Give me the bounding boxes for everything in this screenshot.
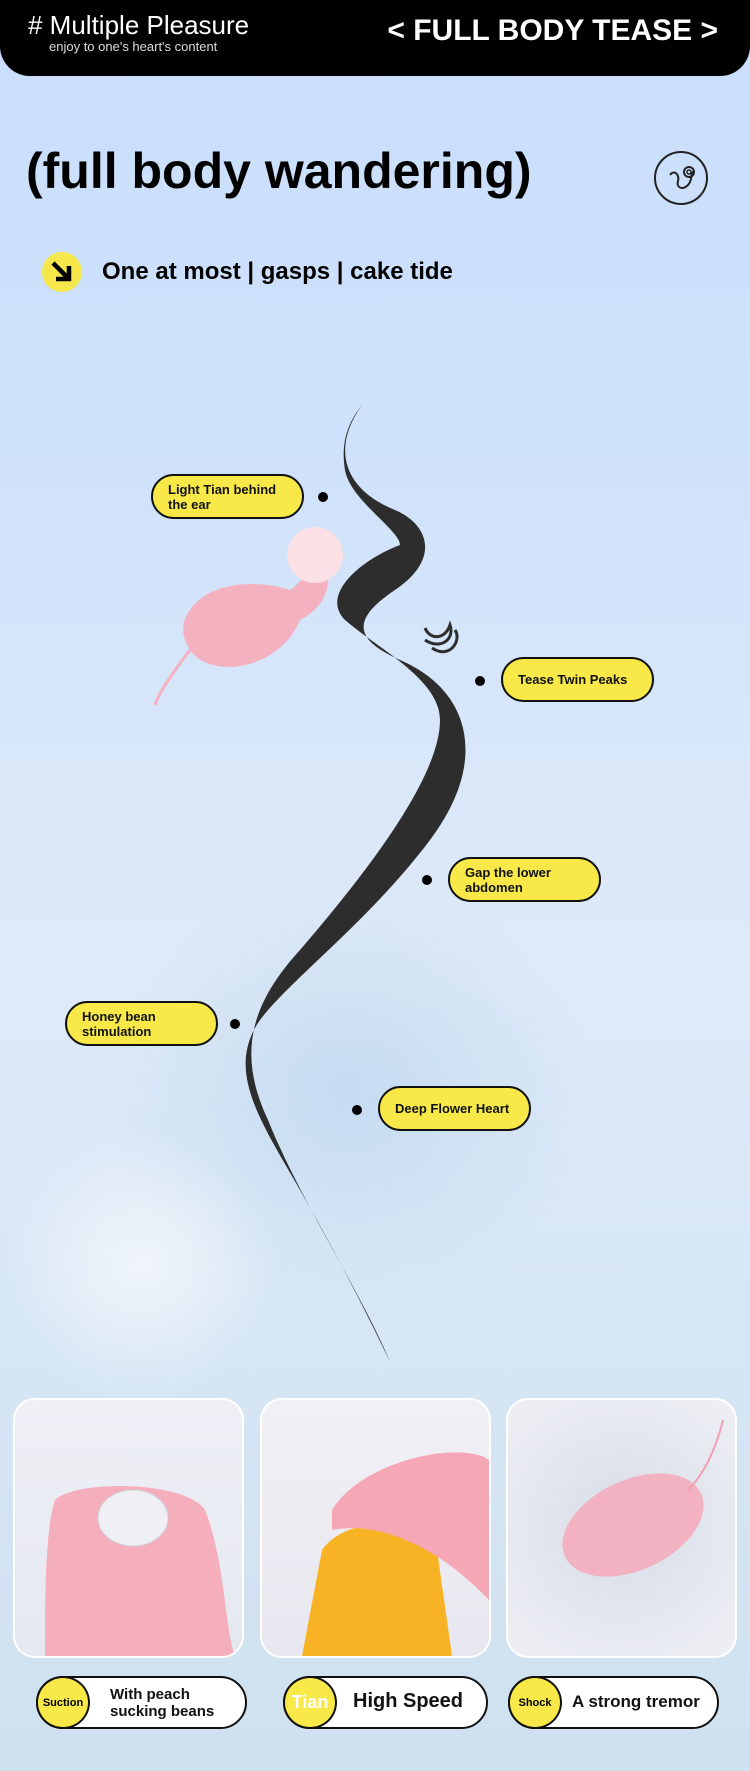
label-twin-peaks: Tease Twin Peaks [501, 657, 654, 702]
toy-image [153, 527, 343, 706]
feature-text: High Speed [353, 1690, 464, 1712]
label-dot [422, 875, 432, 885]
feature-badge: Suction [36, 1676, 90, 1729]
feature-high-speed: Tian High Speed [283, 1676, 488, 1729]
subheading: One at most | gasps | cake tide [102, 258, 453, 285]
feature-badge: Tian [283, 1676, 337, 1729]
label-lower-abdomen: Gap the lower abdomen [448, 857, 601, 902]
feature-shock: Shock A strong tremor [508, 1676, 719, 1729]
label-ear: Light Tian behind the ear [151, 474, 304, 519]
label-dot [475, 676, 485, 686]
header-bar: # Multiple Pleasure enjoy to one's heart… [0, 0, 750, 76]
feature-suction: Suction With peach sucking beans [36, 1676, 247, 1729]
label-dot [230, 1019, 240, 1029]
label-honey-bean: Honey bean stimulation [65, 1001, 218, 1046]
label-dot [352, 1105, 362, 1115]
photo-shock [506, 1398, 737, 1658]
feature-text: With peach sucking beans [110, 1686, 215, 1720]
header-right-title: < FULL BODY TEASE > [387, 14, 718, 47]
toy-logo-icon [654, 151, 708, 205]
photo-suction [13, 1398, 244, 1658]
label-flower-heart: Deep Flower Heart [378, 1086, 531, 1131]
header-subtitle: enjoy to one's heart's content [49, 39, 218, 54]
page-title: (full body wandering) [26, 143, 532, 199]
label-dot [318, 492, 328, 502]
background-glow [0, 1130, 280, 1400]
photo-high-speed [260, 1398, 491, 1658]
body-silhouette [245, 405, 466, 1362]
feature-badge: Shock [508, 1676, 562, 1729]
feature-text: A strong tremor [572, 1692, 700, 1711]
arrow-down-right-icon [42, 252, 82, 292]
header-title: # Multiple Pleasure [28, 10, 250, 40]
